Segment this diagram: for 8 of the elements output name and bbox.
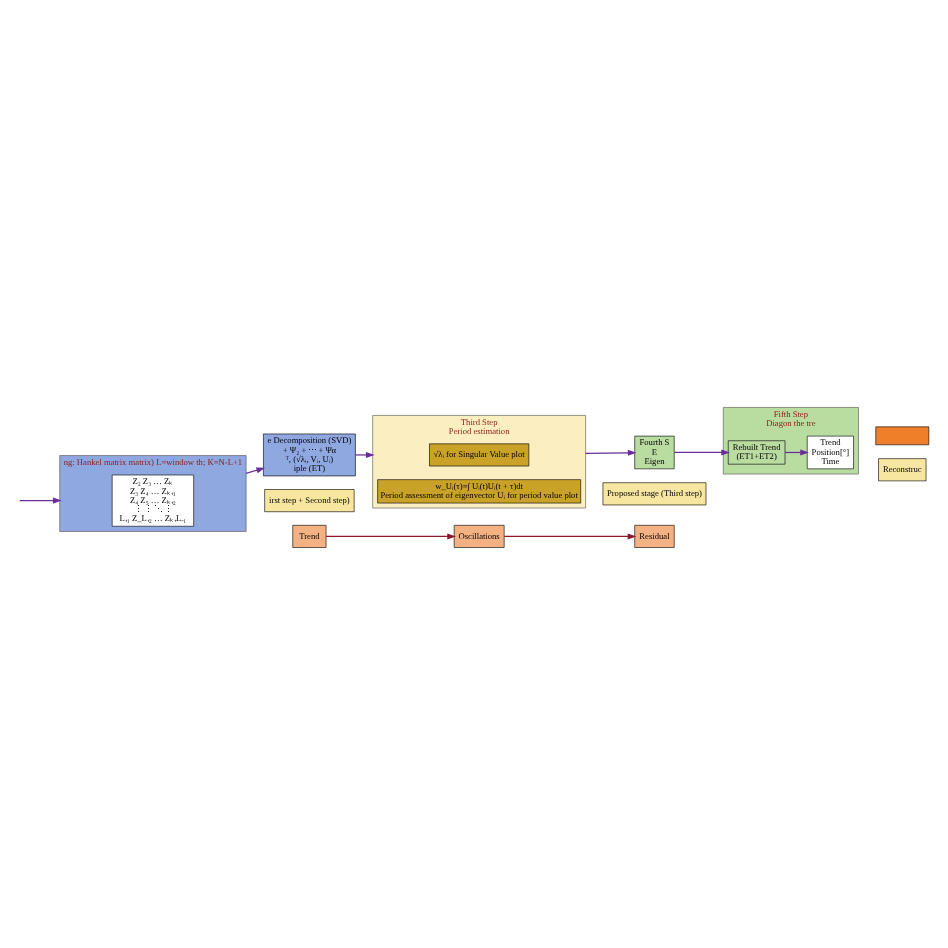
arrow	[325, 532, 456, 539]
arrow	[354, 450, 375, 457]
arrow	[19, 496, 62, 503]
node-box	[875, 425, 930, 445]
arrow	[673, 448, 730, 455]
arrow	[585, 448, 637, 455]
arrow	[503, 532, 637, 539]
arrow	[245, 466, 266, 473]
